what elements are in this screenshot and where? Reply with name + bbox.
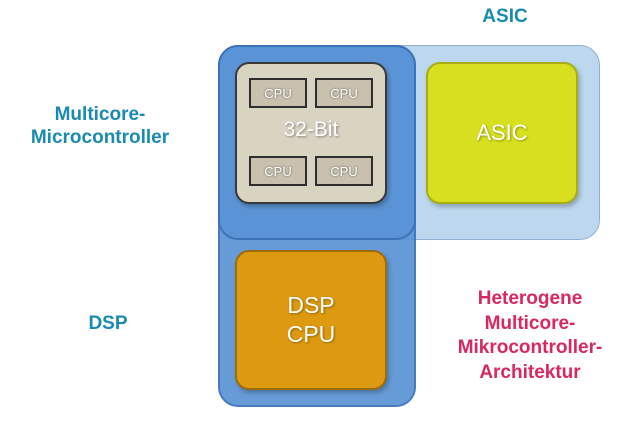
cpu-chip: CPU: [315, 78, 373, 108]
cpu-chip: CPU: [249, 78, 307, 108]
heterogene-label-line4: Architektur: [479, 362, 581, 384]
bit-label: 32-Bit: [283, 118, 339, 141]
32bit-block: CPU CPU 32-Bit CPU CPU: [235, 62, 387, 204]
heterogene-label-line3: Mikrocontroller-: [457, 337, 603, 359]
multicore-label-line1: Multicore-: [54, 104, 146, 125]
heterogene-label: Heterogene Multicore- Mikrocontroller- A…: [430, 287, 630, 386]
cpu-chip: CPU: [315, 156, 373, 186]
asic-block-label: ASIC: [476, 120, 528, 145]
heterogene-label-line1: Heterogene: [477, 288, 583, 309]
multicore-label: Multicore- Microcontroller: [0, 104, 200, 150]
heterogene-label-line2: Multicore-: [484, 312, 576, 334]
cpu-chip: CPU: [249, 156, 307, 186]
dsp-block-label-line2: CPU: [286, 321, 336, 347]
dsp-title-label: DSP: [88, 313, 128, 334]
multicore-label-line2: Microcontroller: [30, 126, 170, 148]
asic-block: ASIC: [426, 62, 578, 204]
dsp-block-label-line1: DSP: [287, 292, 335, 319]
asic-title-label: ASIC: [482, 6, 528, 27]
dsp-block: DSP CPU: [235, 250, 387, 390]
